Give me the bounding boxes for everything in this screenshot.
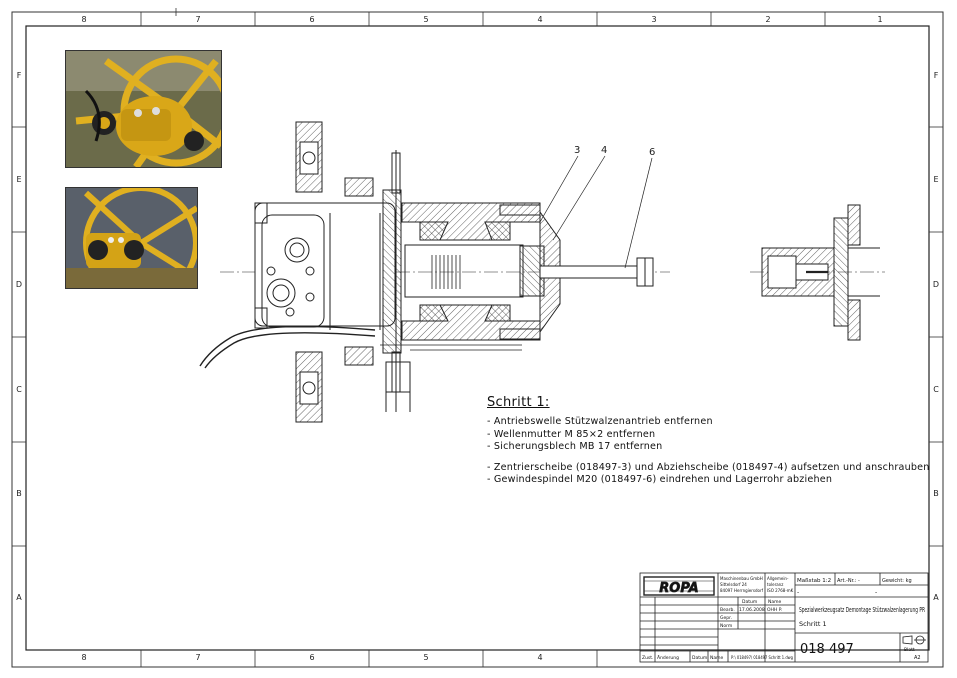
instruction-line: - Sicherungsblech MB 17 entfernen: [487, 441, 663, 453]
row-label-left: C: [16, 385, 22, 394]
col-label-top: 7: [195, 15, 200, 24]
company-line: 84097 Herrngiersdorf: [720, 588, 764, 593]
callout-label-6: 6: [649, 147, 655, 158]
company-line: Maschinenbau GmbH: [720, 576, 763, 581]
rev-header: Zust.: [642, 655, 653, 661]
col-label-bottom: 4: [537, 653, 542, 662]
title-block: [639, 572, 929, 663]
row-label-gepr: Gepr.: [720, 615, 732, 621]
row-label-left: E: [16, 175, 21, 184]
rev-header: Name: [710, 655, 724, 661]
wheel-hub-closeup-photo: [65, 187, 198, 289]
col-label-bottom: 7: [195, 653, 200, 662]
col-label-bottom: 8: [81, 653, 86, 662]
row-label-right: E: [933, 175, 938, 184]
row-label-norm: Norm: [720, 623, 732, 629]
row-label-right: F: [934, 71, 939, 80]
file-reference: P:\ 018497\ 018497 Schritt 1.dwg: [731, 655, 793, 661]
sheet-size: A2: [914, 655, 921, 661]
callout-label-3: 3: [574, 145, 580, 156]
company-line: Sittelsdorf 24: [720, 582, 747, 587]
column-header-name: Name: [768, 599, 782, 605]
field-dash: -: [797, 589, 799, 596]
scale-label: Maßstab 1:2: [797, 578, 831, 584]
col-label-top: 8: [81, 15, 86, 24]
main-section-view: [199, 121, 670, 423]
drawing-number: 018 497: [800, 642, 854, 657]
company-logo: ROPA: [659, 581, 698, 596]
tolerance-label: toleranz: [767, 582, 783, 587]
row-label-left: D: [16, 280, 22, 289]
col-label-bottom: 6: [309, 653, 314, 662]
art-no-value: -: [858, 578, 860, 584]
col-label-bottom: 5: [423, 653, 428, 662]
col-label-top: 6: [309, 15, 314, 24]
detail-section-view: [750, 204, 885, 341]
wheel-hub-photo: [65, 50, 222, 168]
rev-header: Änderung: [657, 654, 679, 661]
bearb-name: OHH P.: [767, 607, 782, 613]
instruction-line: - Wellenmutter M 85×2 entfernen: [487, 428, 656, 440]
drawing-title: Spezialwerkzeugsatz Demontage Stützwalze…: [799, 606, 925, 614]
callout-leaders: [539, 155, 653, 269]
row-label-left: F: [17, 71, 22, 80]
step-instructions: Schritt 1: - Antriebswelle Stützwalzenan…: [487, 395, 930, 487]
row-label-right: B: [933, 489, 939, 498]
column-header-date: Datum: [742, 599, 757, 605]
art-no-label: Art.-Nr.:: [837, 578, 857, 584]
col-label-top: 5: [423, 15, 428, 24]
instruction-line: - Zentrierscheibe (018497-3) und Abziehs…: [487, 461, 930, 473]
callout-label-4: 4: [601, 145, 607, 156]
rev-header: Datum: [692, 655, 707, 661]
sheet-label: Blatt: [904, 647, 915, 653]
row-label-left: B: [16, 489, 22, 498]
row-label-right: C: [933, 385, 939, 394]
weight-label: Gewicht: kg: [882, 578, 912, 584]
field-dash: -: [875, 589, 877, 596]
drawing-frame: 8 7 6 5 4 3 2 1 8 7 6 5 4 F E D C B A F …: [11, 8, 944, 668]
col-label-top: 3: [651, 15, 656, 24]
bearb-date: 17.06.2008: [739, 607, 765, 613]
tolerance-label: ISO 2768-mK: [767, 588, 794, 593]
instruction-line: - Gewindespindel M20 (018497-6) eindrehe…: [487, 474, 833, 486]
spacer: [487, 454, 930, 462]
col-label-top: 4: [537, 15, 542, 24]
drawing-subtitle: Schritt 1: [799, 620, 827, 628]
col-label-top: 2: [765, 15, 770, 24]
instruction-line: - Antriebswelle Stützwalzenantrieb entfe…: [487, 416, 713, 427]
col-label-top: 1: [877, 15, 882, 24]
row-label-bearb: Bearb.: [720, 607, 735, 613]
tolerance-label: Allgemein-: [767, 576, 789, 581]
row-label-right: D: [933, 280, 939, 289]
row-label-left: A: [16, 593, 22, 602]
row-label-right: A: [933, 593, 939, 602]
step-title: Schritt 1:: [487, 395, 550, 410]
